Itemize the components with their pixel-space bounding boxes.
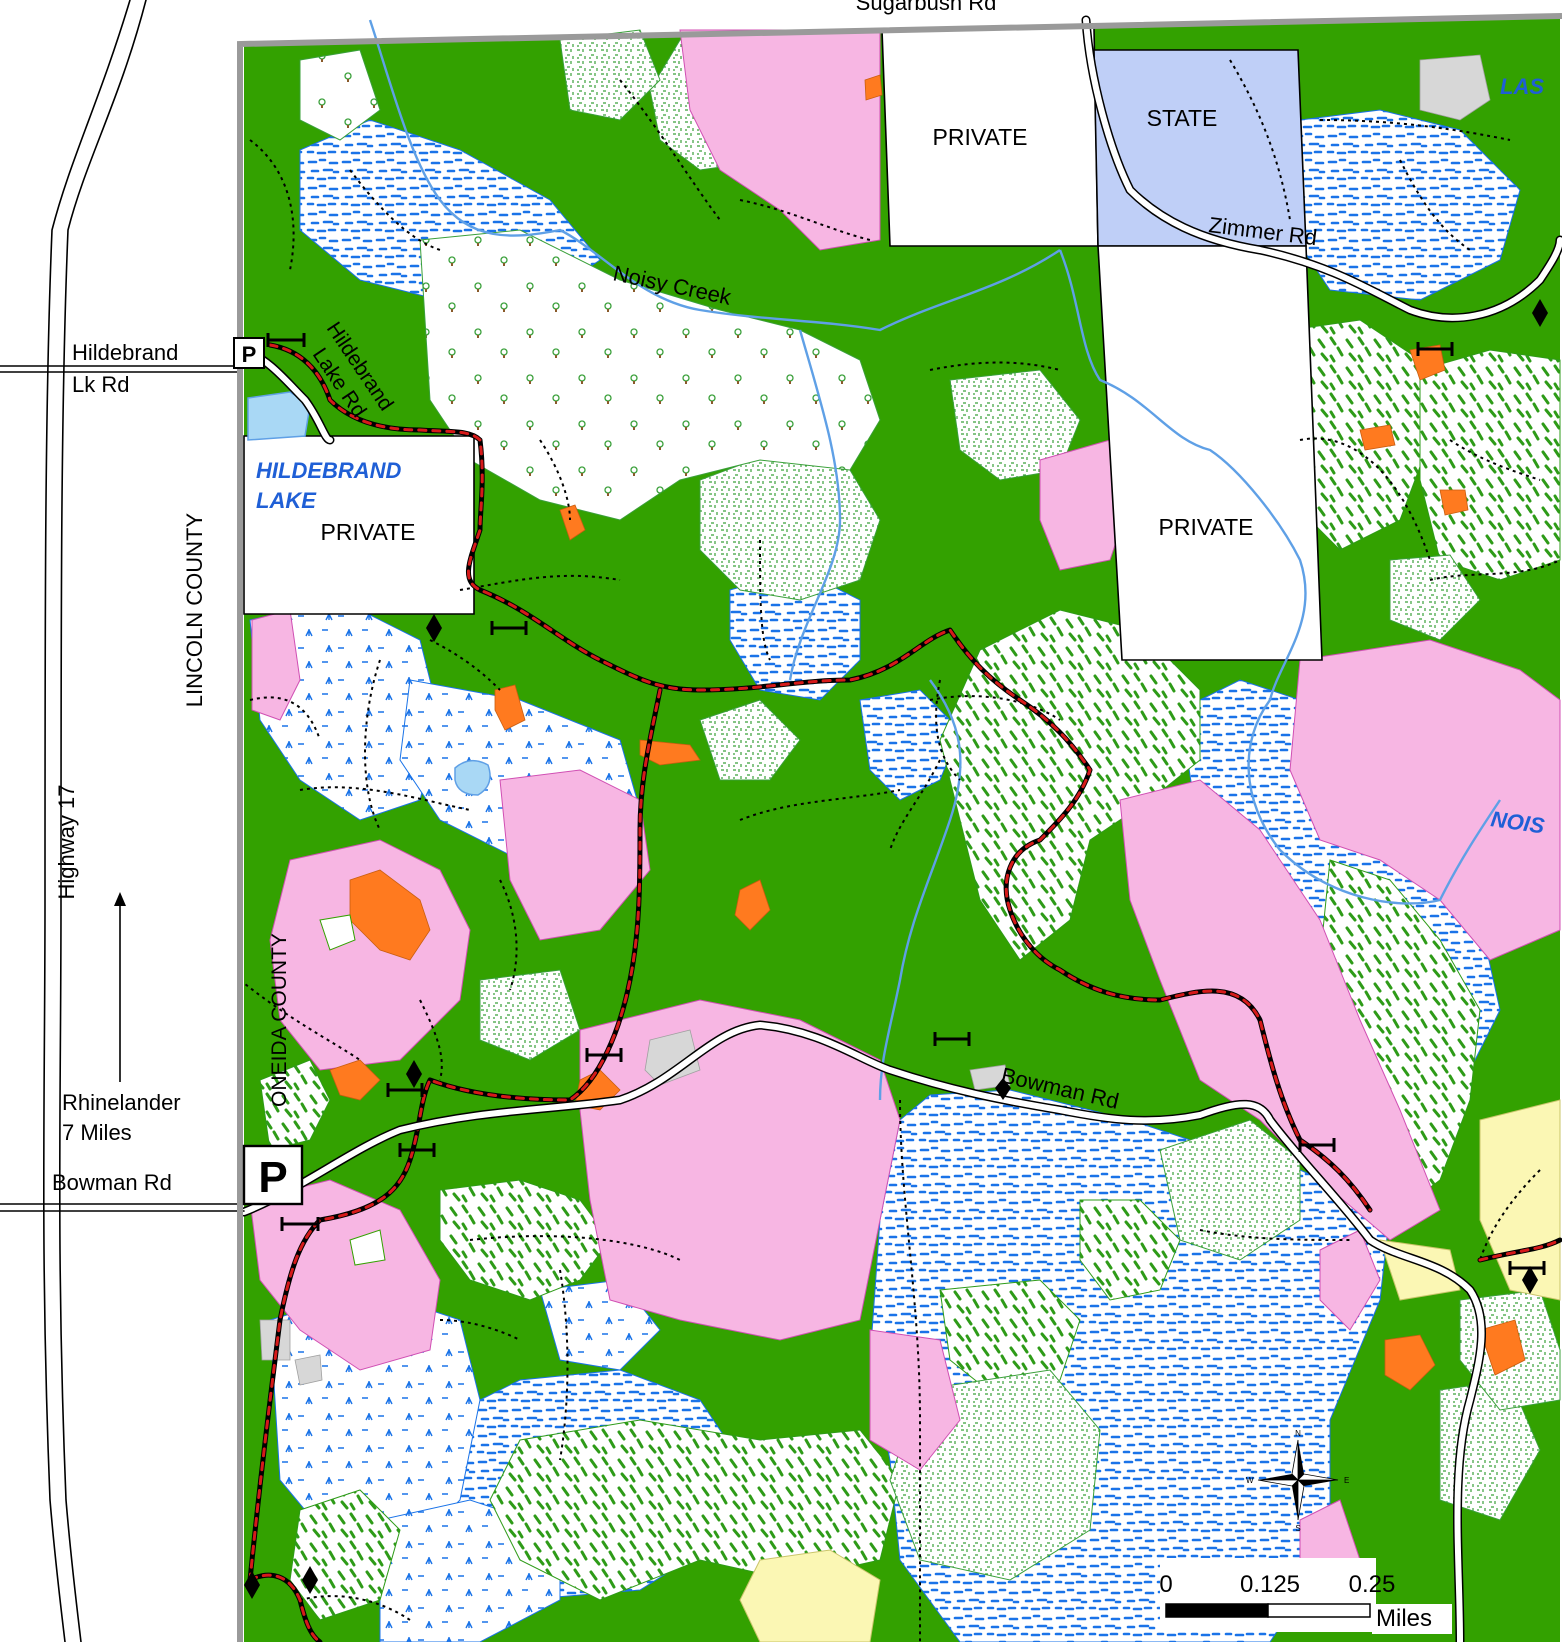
private-label-north: PRIVATE [933, 124, 1028, 150]
shrub-areas [299, 49, 881, 521]
secondary-trails [239, 59, 1561, 1642]
distance-label: 7 Miles [62, 1120, 132, 1145]
sugarbush-rd-label: Sugarbush Rd [856, 0, 997, 15]
las-label: LAS [1500, 74, 1544, 99]
hildebrand-lake-label-2: LAKE [256, 488, 317, 513]
diamond-marker [1532, 299, 1548, 327]
compass-w: W [1246, 1476, 1254, 1485]
orange-areas [329, 74, 1526, 1391]
diamond-marker [406, 1060, 422, 1088]
county-boundary [237, 13, 1562, 1642]
openings [319, 914, 386, 1266]
main-trail [250, 345, 1562, 1642]
highway-17-label: Highway 17 [54, 785, 79, 900]
diamond-marker [426, 614, 442, 642]
oneida-county-label: ONEIDA COUNTY [268, 933, 291, 1107]
diamond-markers [244, 299, 1548, 1599]
hildebrand-lk-rd-label-1: Hildebrand [72, 340, 178, 365]
compass-s: S [1295, 1524, 1300, 1533]
small-pond [454, 759, 491, 796]
diamond-marker [1522, 1266, 1538, 1294]
parking-small-label: P [242, 342, 257, 367]
compass-n: N [1295, 1429, 1301, 1438]
compass-e: E [1344, 1476, 1349, 1485]
bowman-rd-left-label: Bowman Rd [52, 1170, 172, 1195]
north-arrow-rhinelander [114, 892, 126, 1082]
scale-tick-1: 0.125 [1240, 1571, 1300, 1598]
yellow-areas [739, 1099, 1561, 1642]
diamond-marker [244, 1571, 260, 1599]
hildebrand-lake [247, 391, 311, 441]
state-parcel [1093, 49, 1307, 247]
hildebrand-lake-label-1: HILDEBRAND [256, 458, 402, 483]
ownership-parcels [243, 27, 1323, 661]
scale-bar: 0 0.125 0.25 Miles [1159, 1558, 1452, 1634]
compass-rose: N S E W [1246, 1429, 1349, 1533]
lincoln-county-label: LINCOLN COUNTY [182, 512, 207, 707]
private-label-east: PRIVATE [1159, 514, 1254, 540]
scale-tick-2: 0.25 [1349, 1571, 1396, 1598]
parking-large[interactable]: P [242, 1144, 304, 1206]
state-label: STATE [1147, 105, 1218, 131]
streams [368, 19, 1501, 1101]
rhinelander-label: Rhinelander [62, 1090, 181, 1115]
diamond-marker [302, 1566, 318, 1594]
hildebrand-lk-rd-label-2: Lk Rd [72, 372, 129, 397]
parking-small[interactable]: P [233, 337, 265, 369]
parking-large-label: P [258, 1153, 287, 1202]
triangle-marker [995, 1078, 1011, 1100]
scale-unit: Miles [1376, 1605, 1432, 1632]
scale-tick-0: 0 [1159, 1571, 1172, 1598]
private-label-west: PRIVATE [321, 519, 416, 545]
private-parcel-west [243, 435, 475, 615]
trail-markers [266, 333, 1546, 1275]
private-parcel-east [1097, 245, 1323, 661]
